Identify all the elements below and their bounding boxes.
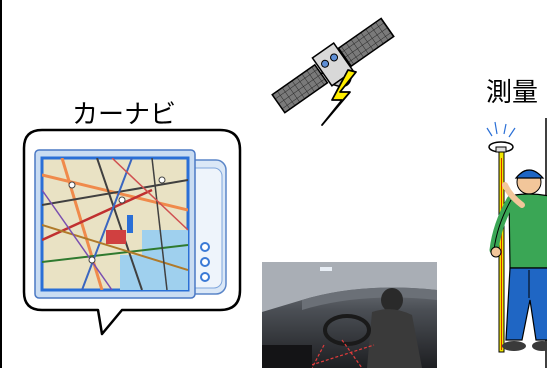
lightning-bolt-icon bbox=[321, 69, 357, 126]
survey-label: 測量 bbox=[486, 78, 539, 108]
car-interior-photo bbox=[262, 262, 437, 368]
surveyor-with-gps-pole-icon bbox=[486, 118, 547, 368]
car-navigation-device-icon bbox=[34, 149, 227, 299]
car-navi-label: カーナビ bbox=[72, 100, 177, 130]
satellite-icon bbox=[271, 17, 395, 114]
